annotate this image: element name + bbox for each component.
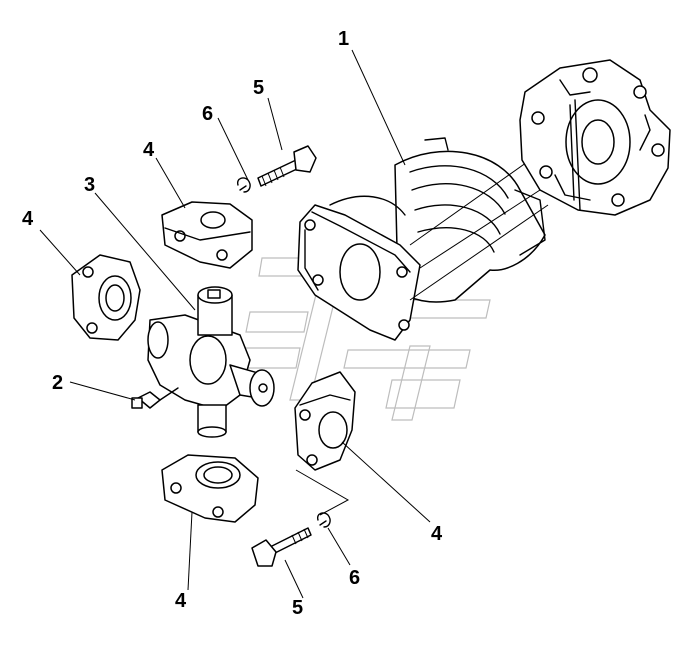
callout-6-top: 6 [202,103,213,125]
callout-4-top: 4 [143,139,155,161]
lock-washer-part-6-top [236,177,251,193]
flex-coupling-element [519,59,671,216]
callout-2: 2 [52,372,63,394]
bearing-cap-part-4-bottom [161,454,259,523]
bearing-cap-part-4-right [294,371,356,471]
callout-1: 1 [338,28,349,50]
callout-4-right: 4 [431,523,443,545]
coupling-housing-part-1 [297,137,549,341]
callout-5-top: 5 [253,77,264,99]
grease-fitting-part-2 [131,387,179,409]
callout-5-bottom: 5 [292,597,303,619]
callout-6-bottom: 6 [349,567,360,589]
bearing-cap-part-4-left [71,254,141,341]
callout-4-left: 4 [22,208,34,230]
lock-washer-part-6-bottom [316,512,331,528]
bolt-part-5-bottom [251,527,312,567]
callout-3: 3 [84,174,95,196]
callout-4-bottom: 4 [175,590,187,612]
leader-lines [39,49,431,599]
bolt-part-5-top [257,145,317,187]
bearing-cap-part-4-top [161,201,253,269]
universal-joint-spider-part-3 [147,286,275,438]
